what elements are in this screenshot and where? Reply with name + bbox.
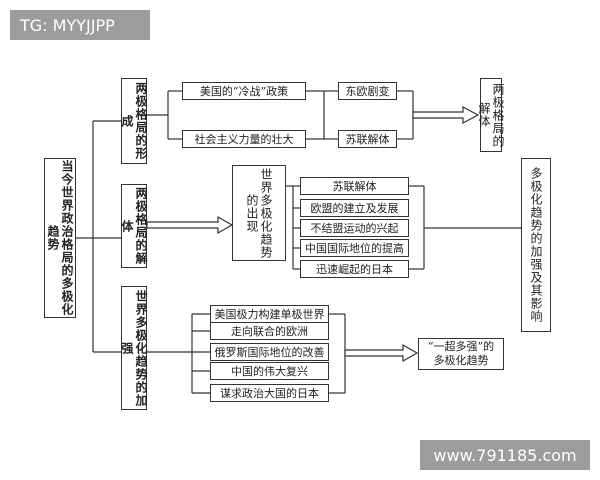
section1-item-socialist-forces: 社会主义力量的壮大 <box>182 130 306 148</box>
section2-middle-box: 世界多极化趋势的出现 <box>232 165 286 261</box>
section1-event-soviet-collapse: 苏联解体 <box>338 130 397 148</box>
telegram-badge: TG: MYYJJPP <box>10 10 150 40</box>
section3-result-box: “一超多强”的 多极化趋势 <box>418 338 504 370</box>
section1-title-box: 两极格局的形成 <box>120 78 148 164</box>
section1-event-eastern-europe: 东欧剧变 <box>338 82 397 100</box>
section3-item-2: 俄罗斯国际地位的改善 <box>210 343 329 361</box>
root-topic-box: 当今世界政治格局的多极化趋势 <box>44 158 76 318</box>
section3-item-4: 谋求政治大国的日本 <box>210 384 329 402</box>
section2-item-3: 中国国际地位的提高 <box>300 239 409 257</box>
section1-item-cold-war-policy: 美国的“冷战”政策 <box>182 82 306 100</box>
section3-item-0: 美国极力构建单极世界 <box>210 305 329 323</box>
section1-result-box: 两极格局的解体 <box>477 78 505 152</box>
section2-item-4: 迅速崛起的日本 <box>300 260 409 278</box>
section2-result-box: 多极化趋势的加强及其影响 <box>521 158 551 332</box>
section2-item-2: 不结盟运动的兴起 <box>300 219 409 237</box>
section2-title-box: 两极格局的解体 <box>120 184 148 268</box>
section3-title-box: 世界多极化趋势的加强 <box>120 286 148 410</box>
section3-item-3: 中国的伟大复兴 <box>210 362 329 380</box>
site-watermark: www.791185.com <box>420 440 590 470</box>
section3-item-1: 走向联合的欧洲 <box>210 322 329 340</box>
section2-item-0: 苏联解体 <box>300 177 409 195</box>
section2-item-1: 欧盟的建立及发展 <box>300 199 409 217</box>
